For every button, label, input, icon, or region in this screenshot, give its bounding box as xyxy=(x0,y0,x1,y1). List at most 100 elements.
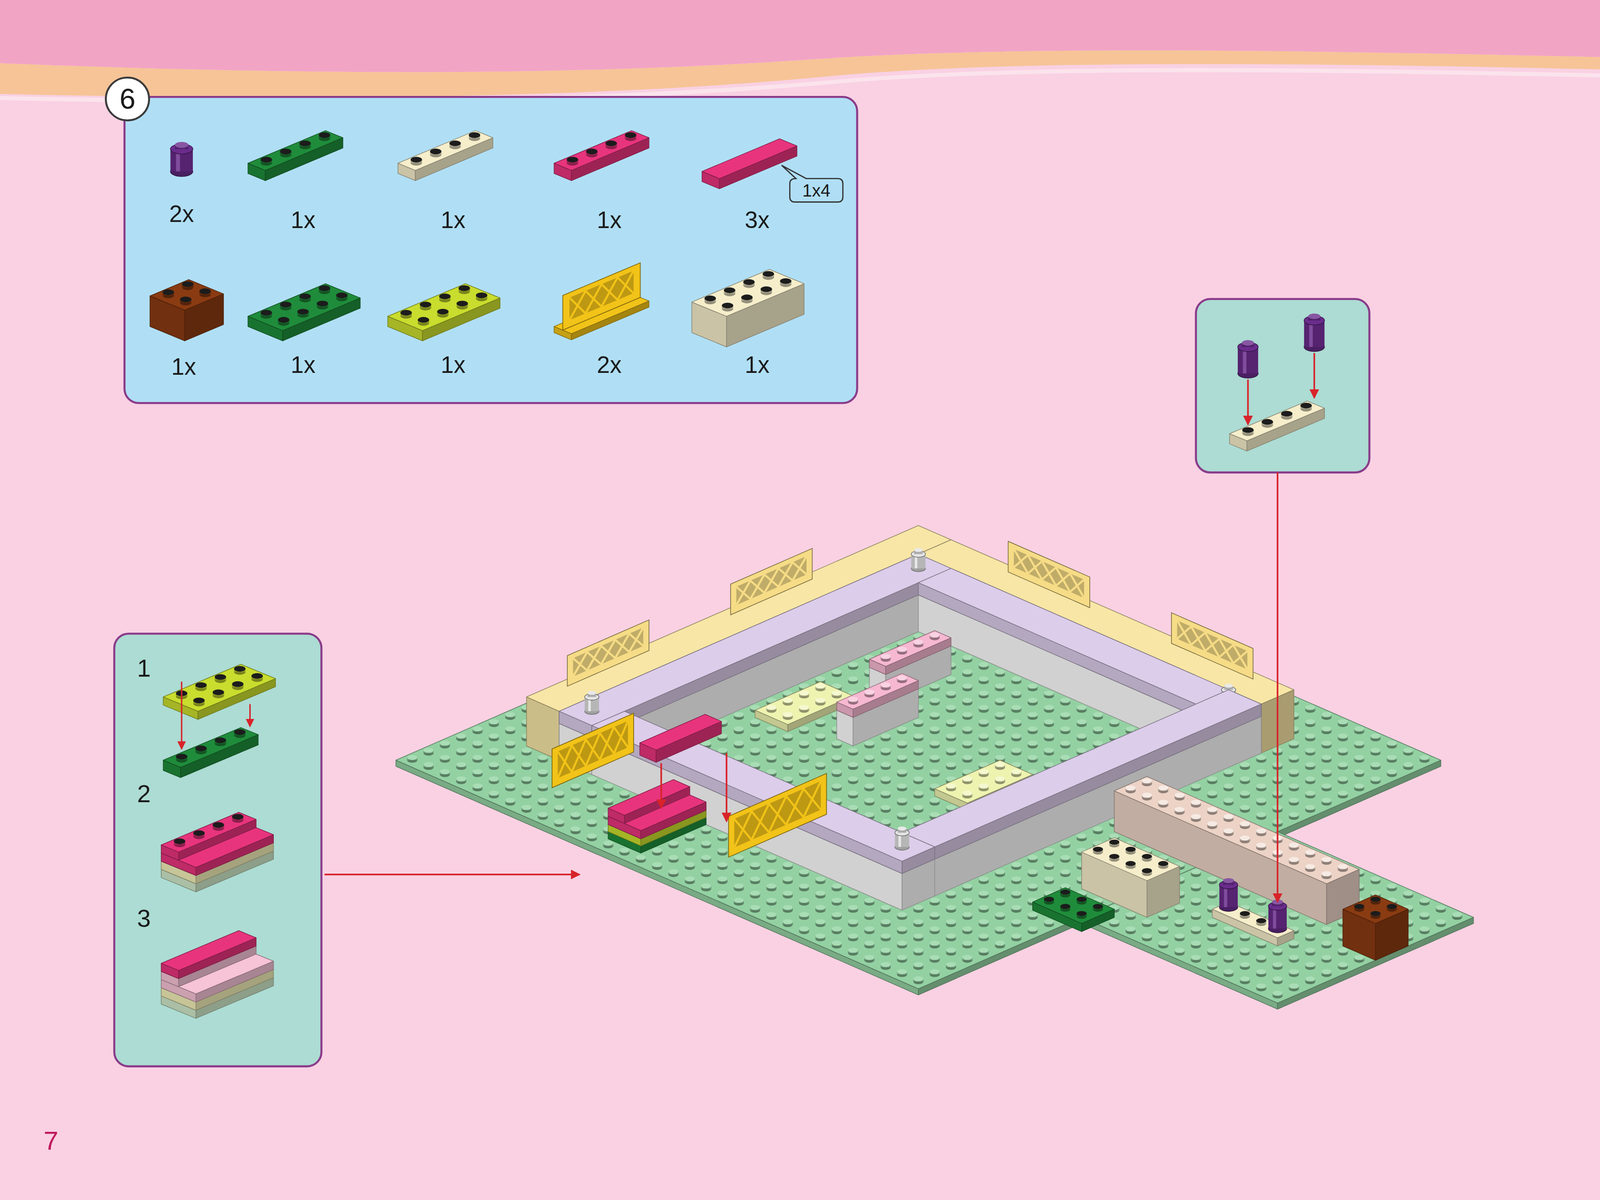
stud xyxy=(1027,697,1038,704)
stud xyxy=(439,740,451,746)
stud xyxy=(945,676,957,682)
stud xyxy=(750,719,761,725)
stud xyxy=(566,156,579,163)
stud xyxy=(605,140,618,147)
stud xyxy=(962,697,973,704)
stud xyxy=(782,733,793,739)
stud xyxy=(1125,726,1136,732)
stud xyxy=(1011,719,1022,725)
stud xyxy=(1305,704,1316,711)
stud xyxy=(760,286,772,293)
stud xyxy=(1027,726,1038,732)
stud xyxy=(929,697,941,704)
stud xyxy=(251,673,263,679)
stud xyxy=(316,300,329,307)
stud xyxy=(488,719,500,725)
stud xyxy=(1321,726,1332,732)
stud xyxy=(410,156,422,163)
stud xyxy=(978,704,990,711)
stud xyxy=(847,662,859,668)
stud xyxy=(750,747,761,753)
stud xyxy=(1337,762,1348,768)
stud xyxy=(741,294,753,301)
stud xyxy=(1370,762,1381,768)
stud xyxy=(978,747,990,753)
stud xyxy=(815,719,826,725)
stud xyxy=(180,296,192,303)
stud xyxy=(994,754,1006,761)
stud xyxy=(815,676,826,682)
stud xyxy=(978,690,990,697)
stud xyxy=(962,740,973,746)
stud xyxy=(1044,733,1055,739)
stud xyxy=(1321,712,1332,718)
stud xyxy=(962,669,973,675)
stud xyxy=(750,733,761,739)
stud xyxy=(945,704,957,711)
stud xyxy=(1307,313,1321,320)
stud xyxy=(195,682,207,689)
stud xyxy=(815,762,826,768)
stud xyxy=(978,676,990,682)
stud xyxy=(880,733,891,739)
stud xyxy=(929,712,941,718)
stud xyxy=(260,156,272,163)
stud xyxy=(1076,747,1087,753)
stud xyxy=(1060,712,1071,718)
stud xyxy=(407,754,418,761)
stud xyxy=(945,733,957,739)
stud xyxy=(1288,740,1300,746)
stud xyxy=(766,740,777,746)
stud xyxy=(423,747,434,753)
stud xyxy=(1337,733,1348,739)
stud xyxy=(799,740,810,746)
stud xyxy=(1337,747,1348,753)
stud xyxy=(945,762,957,768)
stud xyxy=(962,712,973,718)
stud xyxy=(521,747,532,753)
stud xyxy=(212,689,224,696)
stud xyxy=(978,733,990,739)
stud xyxy=(199,288,211,294)
stud xyxy=(400,309,412,316)
stud xyxy=(831,740,842,746)
stud xyxy=(723,287,736,294)
stud xyxy=(962,726,973,732)
stud xyxy=(945,719,957,725)
stud xyxy=(994,697,1006,704)
stud xyxy=(437,308,449,315)
stud xyxy=(733,740,745,746)
stud xyxy=(625,132,637,138)
stud xyxy=(1076,719,1087,725)
stud xyxy=(193,830,205,837)
stud xyxy=(733,754,745,761)
stud xyxy=(1354,754,1365,761)
stud xyxy=(488,762,500,768)
stud xyxy=(766,726,777,732)
stud xyxy=(1354,740,1365,746)
stud xyxy=(521,762,532,768)
stud xyxy=(994,712,1006,718)
stud xyxy=(1044,704,1055,711)
stud xyxy=(913,762,924,768)
stud xyxy=(336,292,348,299)
stud xyxy=(279,301,292,308)
stud xyxy=(750,762,761,768)
stud xyxy=(1011,704,1022,711)
stud xyxy=(475,292,488,299)
stud xyxy=(913,747,924,753)
stud xyxy=(1108,719,1120,725)
stud xyxy=(537,754,548,761)
stud xyxy=(1027,754,1038,761)
stud xyxy=(1337,719,1348,725)
stud xyxy=(1060,754,1071,761)
stud xyxy=(762,270,775,277)
stud xyxy=(847,676,859,682)
stud xyxy=(831,669,842,675)
stud xyxy=(880,747,891,753)
stud xyxy=(162,289,175,296)
stud xyxy=(175,753,188,760)
stud xyxy=(962,655,973,661)
stud xyxy=(815,733,826,739)
